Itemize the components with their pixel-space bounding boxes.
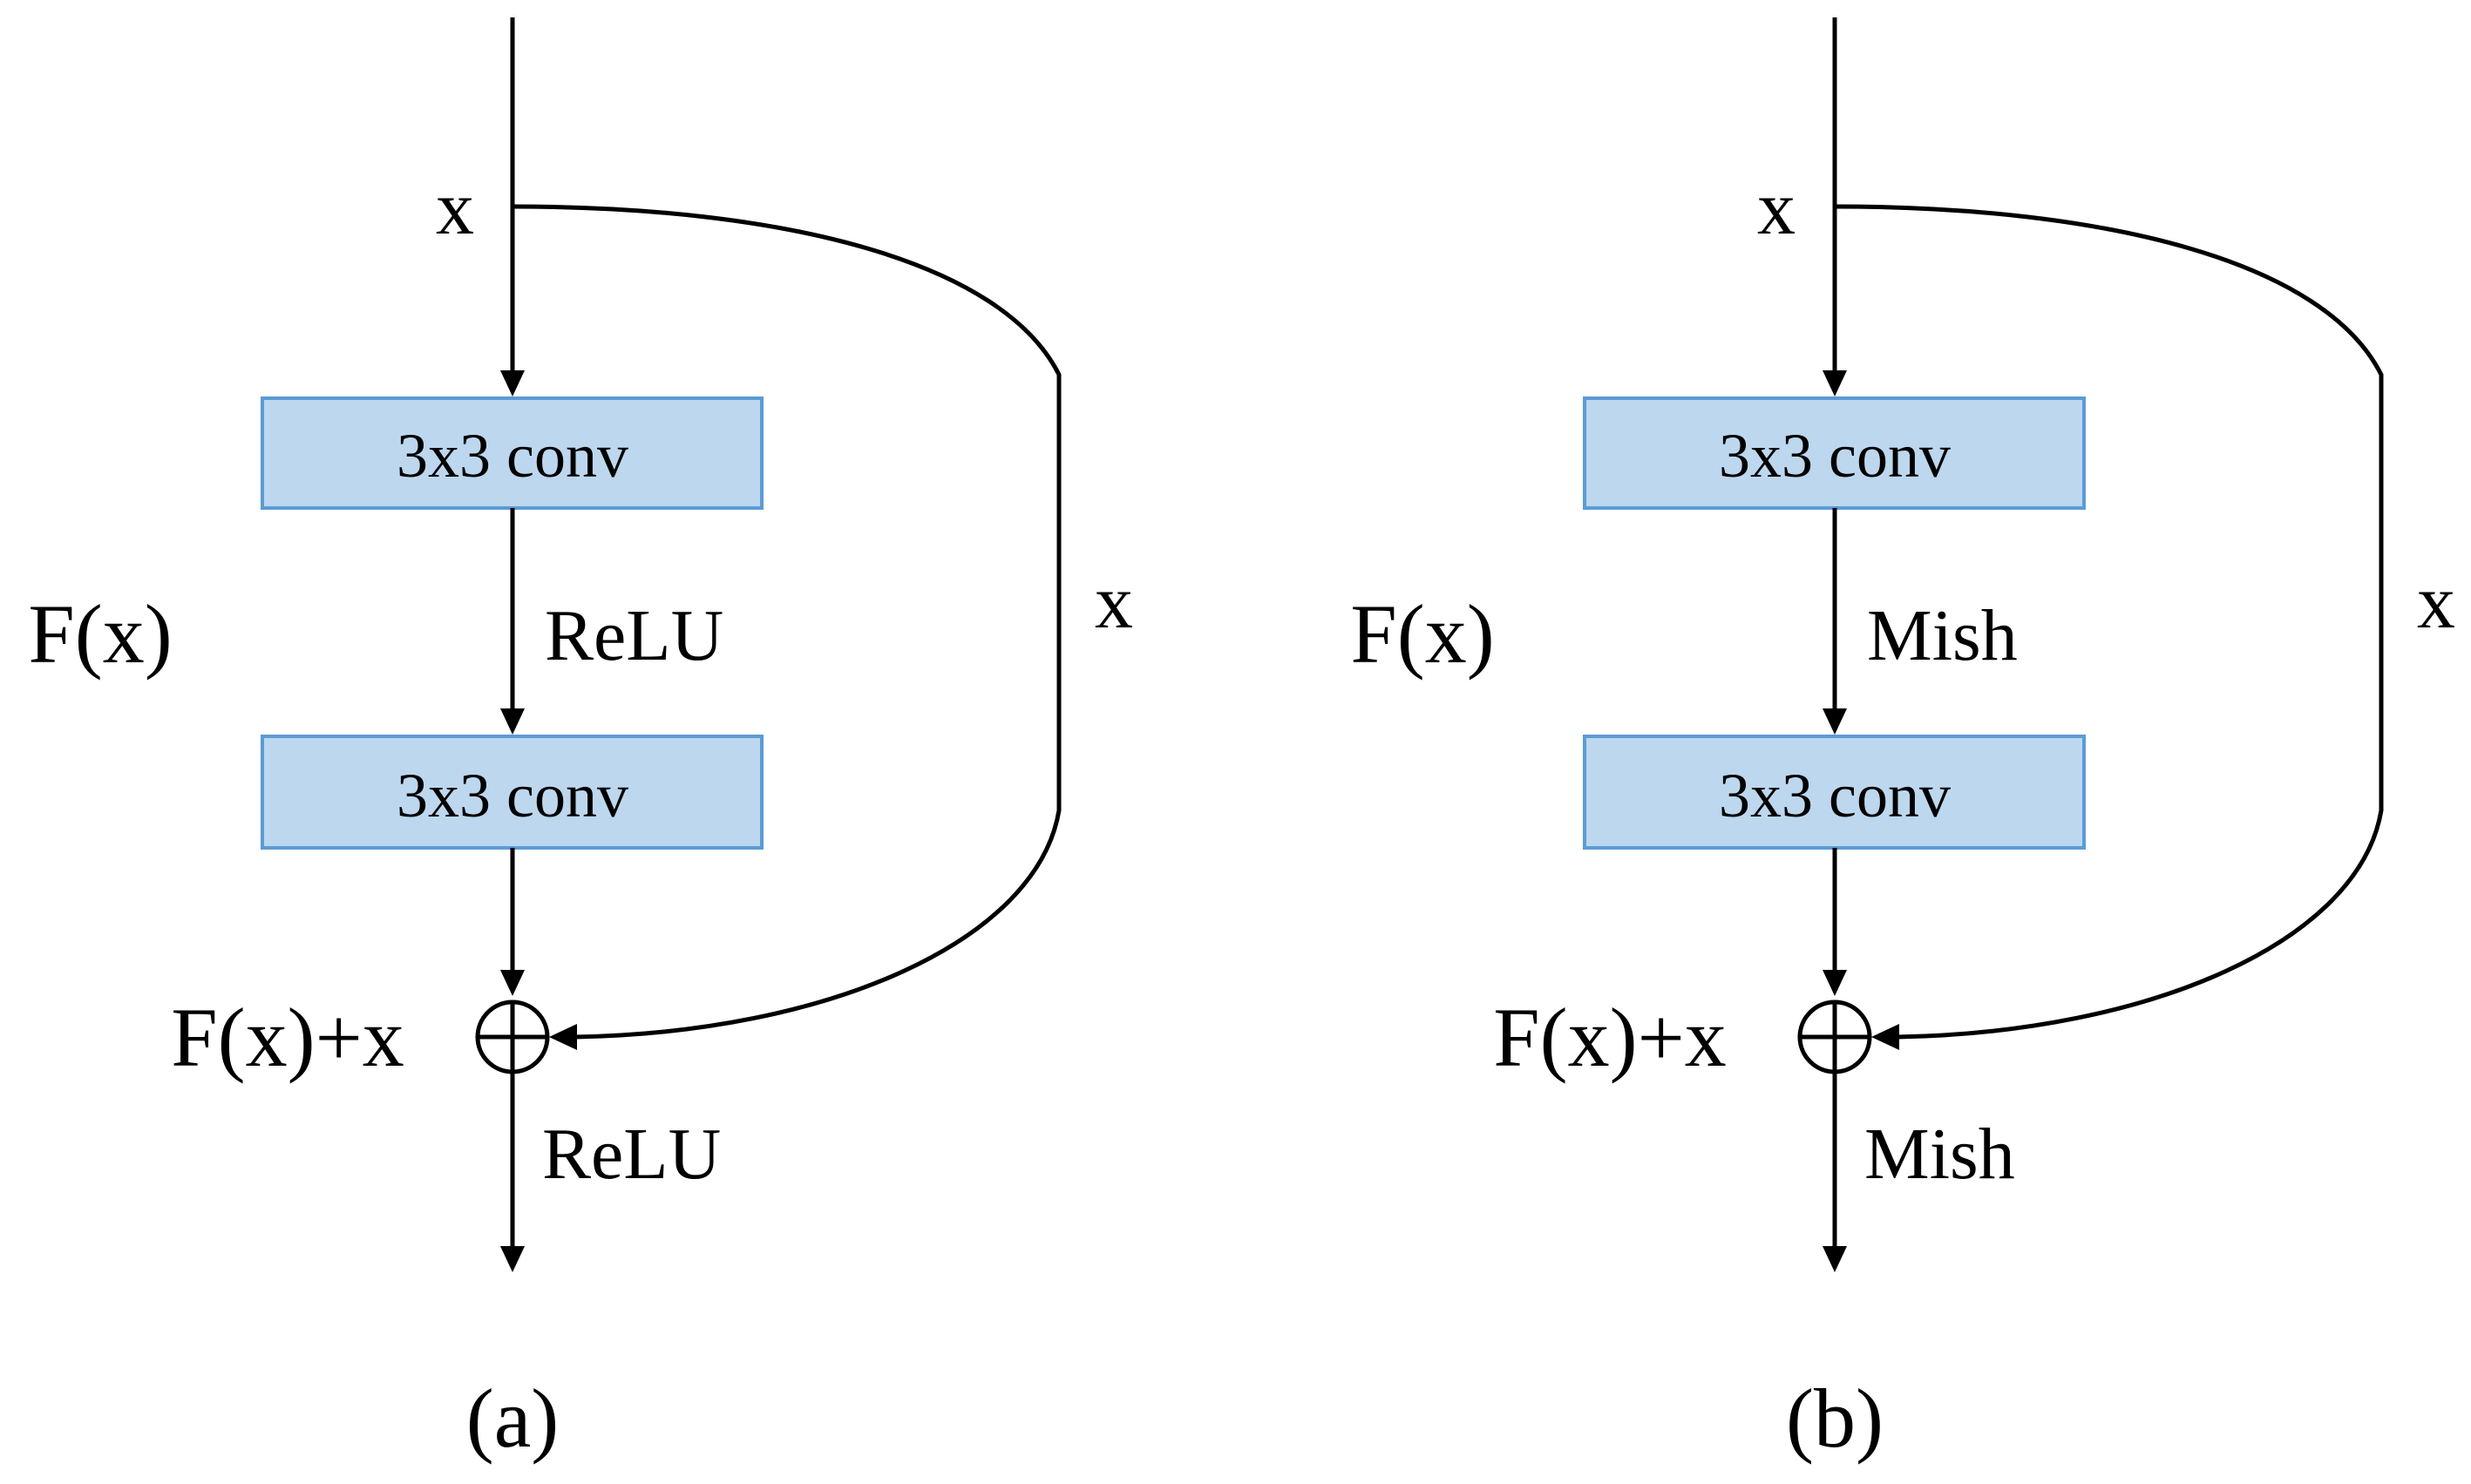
sum-label: F(x)+x — [171, 991, 404, 1084]
skip-label: x — [1095, 560, 1133, 645]
skip-connection — [512, 204, 1062, 1040]
input-label: x — [436, 166, 474, 251]
conv1-box — [1583, 396, 2086, 510]
arrow-output — [500, 1246, 525, 1272]
arrow-into-sum — [500, 970, 525, 996]
residual-label: F(x) — [28, 587, 172, 681]
residual-label: F(x) — [1350, 587, 1494, 681]
conv1-label: 3x3 conv — [397, 421, 628, 491]
input-label: x — [1757, 166, 1796, 251]
activation-mid-label: Mish — [1867, 595, 2018, 676]
panel-b: 3x3 conv 3x3 conv x F(x) Mish x F(x)+x M… — [1350, 17, 2455, 1465]
conv1-label: 3x3 conv — [1719, 421, 1951, 491]
caption-b: (b) — [1786, 1372, 1884, 1465]
arrow-into-conv1 — [1823, 370, 1847, 396]
arrow-skip-into-sum — [549, 1024, 577, 1050]
sum-label: F(x)+x — [1493, 991, 1726, 1084]
panel-a: 3x3 conv 3x3 conv x F(x) ReLU x F(x)+x R… — [28, 17, 1133, 1465]
skip-connection — [1834, 204, 2384, 1040]
arrow-skip-into-sum — [1871, 1024, 1899, 1050]
activation-out-label: ReLU — [542, 1114, 721, 1195]
conv2-box — [1583, 735, 2086, 850]
arrow-into-conv2 — [1823, 708, 1847, 735]
arrow-output — [1823, 1246, 1847, 1272]
conv2-box — [261, 735, 764, 850]
activation-mid-label: ReLU — [545, 595, 723, 676]
caption-a: (a) — [466, 1372, 560, 1465]
skip-label: x — [2417, 560, 2455, 645]
conv2-label: 3x3 conv — [397, 761, 628, 830]
arrow-into-conv2 — [500, 708, 525, 735]
arrow-into-conv1 — [500, 370, 525, 396]
conv2-label: 3x3 conv — [1719, 761, 1951, 830]
arrow-into-sum — [1823, 970, 1847, 996]
activation-out-label: Mish — [1864, 1114, 2015, 1195]
